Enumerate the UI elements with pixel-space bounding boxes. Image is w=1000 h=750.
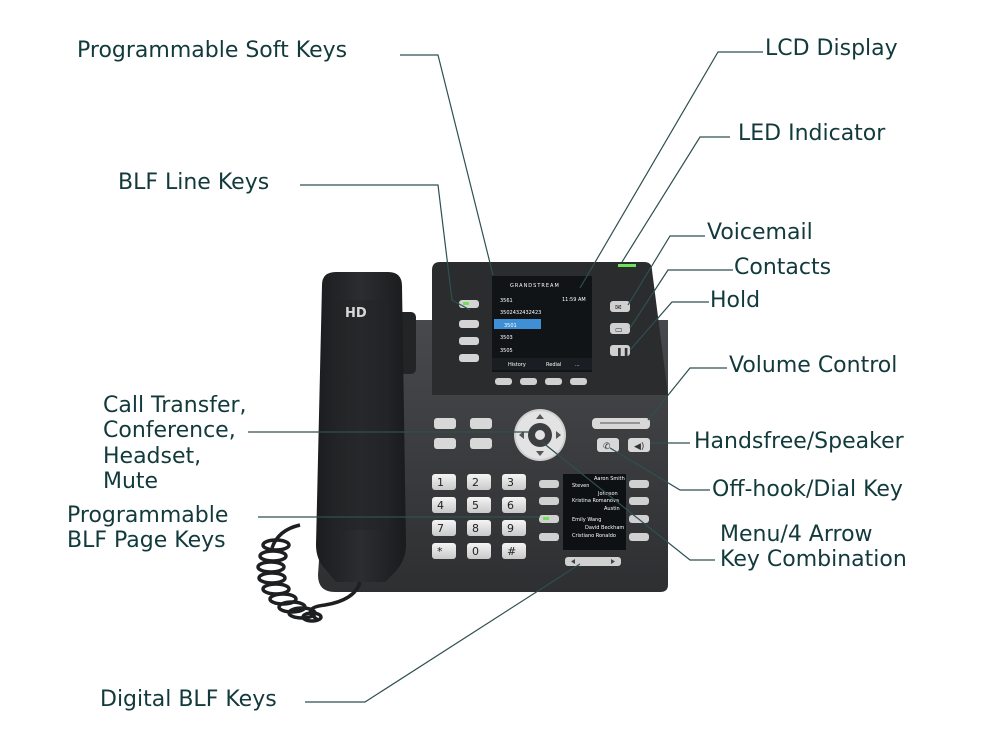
navigation-keys[interactable] — [514, 409, 566, 461]
blf-contact-1: Steven — [572, 483, 589, 489]
keypad-key-label: 8 — [472, 522, 479, 535]
coiled-cord — [256, 523, 362, 623]
blf-contact-2: Aaron Smith — [594, 476, 625, 482]
svg-text:◀): ◀) — [634, 442, 644, 452]
keypad-key-label: 0 — [472, 545, 479, 558]
keypad[interactable]: 1 2 3 4 5 6 7 8 9 * 0 # — [432, 474, 526, 559]
led-indicator — [618, 264, 636, 267]
blf-contact-4: Kristina Romanova — [572, 498, 619, 504]
callout-page-keys-line-2: BLF Page Keys — [67, 528, 226, 554]
callout-lcd-display: LCD Display — [765, 36, 898, 61]
callout-menu-arrow-line-1: Menu/4 Arrow — [720, 522, 873, 547]
handset-hd-badge: HD — [345, 306, 367, 321]
keypad-key-7[interactable]: 7 — [432, 520, 456, 536]
callout-hold: Hold — [710, 288, 761, 313]
voicemail-key[interactable]: ✉ — [610, 301, 630, 312]
svg-text:▭: ▭ — [615, 325, 623, 334]
blf-page-keys[interactable] — [539, 480, 559, 541]
lcd-line-5: 3505 — [500, 348, 513, 354]
callout-contacts: Contacts — [734, 255, 832, 280]
contacts-key[interactable]: ▭ — [610, 323, 630, 334]
keypad-key-3[interactable]: 3 — [502, 474, 526, 490]
keypad-key-9[interactable]: 9 — [502, 520, 526, 536]
callout-call-transfer: Call Transfer, Conference, Headset, Mute — [103, 393, 263, 494]
blf-contact-5: Austin — [604, 506, 620, 512]
lcd-status-time: 11:59 AM — [562, 297, 586, 303]
keypad-key-1[interactable]: 1 — [432, 474, 456, 490]
lcd-line-2: 3502432432423 — [500, 310, 541, 316]
callout-page-keys-line-1: Programmable — [67, 503, 229, 528]
svg-text:✆: ✆ — [603, 442, 611, 452]
keypad-key-label: 2 — [472, 476, 479, 489]
lcd-line-1: 3561 — [500, 298, 513, 304]
lcd-line-4: 3503 — [500, 335, 513, 341]
svg-text:❚❚: ❚❚ — [616, 347, 629, 356]
keypad-key-4[interactable]: 4 — [432, 497, 456, 513]
keypad-key-label: 4 — [437, 499, 444, 512]
function-keys[interactable] — [434, 418, 492, 449]
offhook-key[interactable]: ✆ — [597, 438, 619, 452]
callout-digital-blf: Digital BLF Keys — [100, 687, 277, 712]
callout-volume-control: Volume Control — [729, 353, 898, 378]
digital-blf-screen: Steven Aaron Smith Johnson Kristina Roma… — [563, 474, 626, 550]
callout-menu-arrow-line-2: Key Combination — [720, 547, 907, 573]
hold-key[interactable]: ❚❚ — [610, 345, 630, 356]
leader-lines — [248, 51, 763, 703]
blf-contact-7: David Beckham — [585, 525, 624, 531]
keypad-key-label: * — [437, 545, 443, 558]
lcd-softkey-3: ... — [575, 362, 580, 368]
callout-call-transfer-line-2: Conference, — [103, 418, 236, 444]
keypad-key-label: 9 — [507, 522, 514, 535]
callout-handsfree: Handsfree/Speaker — [694, 429, 904, 454]
keypad-key-12[interactable]: # — [502, 543, 526, 559]
blf-line-keys[interactable] — [459, 300, 479, 362]
callout-page-keys: Programmable BLF Page Keys — [67, 503, 267, 554]
lcd-softkey-1: History — [508, 362, 526, 368]
keypad-key-label: # — [507, 545, 516, 558]
keypad-key-6[interactable]: 6 — [502, 497, 526, 513]
callout-offhook: Off-hook/Dial Key — [712, 477, 903, 502]
volume-control[interactable] — [592, 418, 650, 429]
lcd-display: GRANDSTREAM 11:59 AM 3561 3502432432423 … — [492, 264, 636, 372]
keypad-key-10[interactable]: * — [432, 543, 456, 559]
svg-text:✉: ✉ — [615, 303, 622, 312]
keypad-key-8[interactable]: 8 — [467, 520, 491, 536]
callout-voicemail: Voicemail — [707, 220, 813, 245]
callout-menu-arrow: Menu/4 Arrow Key Combination — [720, 522, 950, 573]
programmable-soft-keys[interactable] — [495, 378, 587, 385]
callout-blf-line-keys: BLF Line Keys — [118, 170, 270, 195]
keypad-key-label: 7 — [437, 522, 444, 535]
callout-call-transfer-line-3: Headset, Mute — [103, 443, 202, 494]
lcd-highlight-row — [494, 319, 541, 329]
keypad-key-label: 3 — [507, 476, 514, 489]
keypad-key-2[interactable]: 2 — [467, 474, 491, 490]
lcd-softkey-2: Redial — [546, 362, 561, 368]
keypad-key-label: 5 — [472, 499, 479, 512]
blf-contact-8: Cristiano Ronaldo — [572, 533, 616, 539]
callout-led-indicator: LED Indicator — [738, 121, 886, 146]
keypad-key-11[interactable]: 0 — [467, 543, 491, 559]
lcd-line-3: 3501 — [504, 323, 517, 329]
keypad-key-5[interactable]: 5 — [467, 497, 491, 513]
lcd-brand: GRANDSTREAM — [510, 283, 560, 289]
handset[interactable]: HD — [316, 272, 406, 582]
keypad-key-label: 6 — [507, 499, 514, 512]
callout-soft-keys: Programmable Soft Keys — [77, 38, 348, 63]
callout-call-transfer-line-1: Call Transfer, — [103, 393, 247, 418]
blf-page-switch[interactable] — [565, 557, 621, 566]
speaker-key[interactable]: ◀) — [628, 438, 650, 452]
blf-contact-6: Emily Wang — [572, 517, 601, 523]
keypad-key-label: 1 — [437, 476, 444, 489]
